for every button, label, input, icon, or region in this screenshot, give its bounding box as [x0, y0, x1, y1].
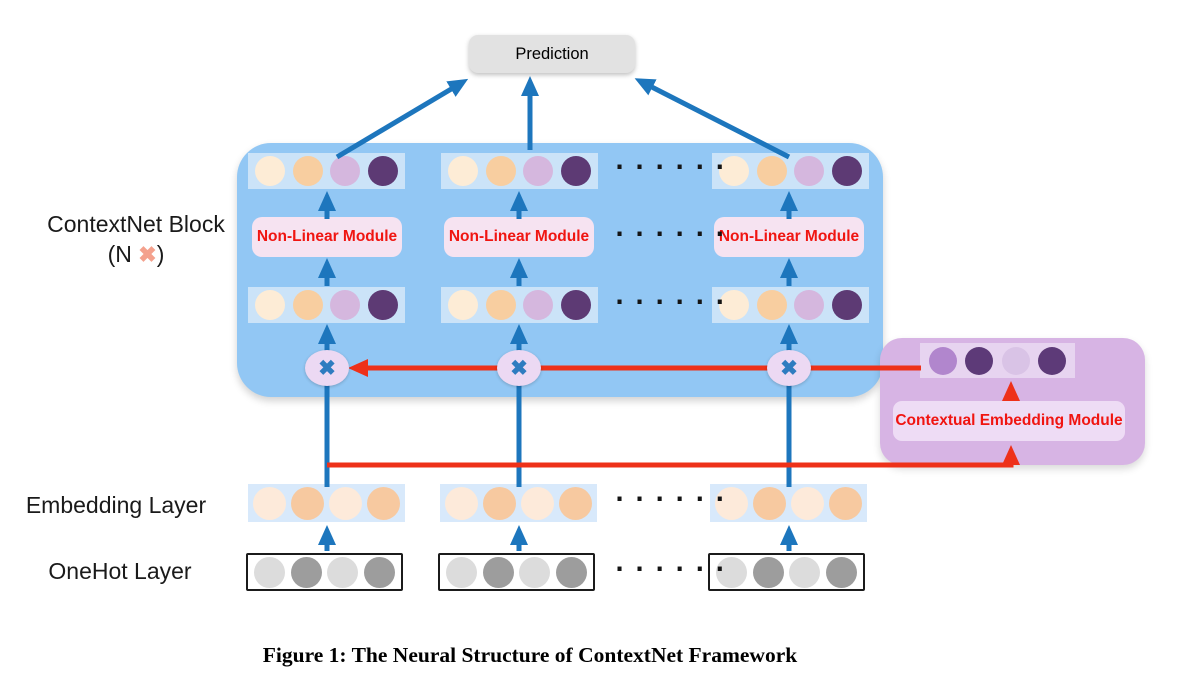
neuron-circle: [829, 486, 862, 520]
neuron-circle: [521, 486, 554, 520]
neuron-circle: [364, 556, 396, 588]
hidden-vector-top-col3: [712, 153, 869, 189]
onehot-vector-col2: [438, 553, 595, 591]
neuron-circle: [1001, 346, 1030, 375]
neuron-circle: [523, 290, 554, 320]
neuron-circle: [367, 486, 400, 520]
ellipsis-dots: ......: [612, 146, 733, 175]
ellipsis-dots: ......: [612, 281, 733, 310]
times-icon: ✖: [138, 242, 157, 267]
neuron-circle: [519, 556, 551, 588]
neuron-circle: [831, 156, 862, 186]
ellipsis-dots: ......: [612, 478, 733, 507]
neuron-circle: [719, 290, 750, 320]
neuron-circle: [367, 290, 398, 320]
neuron-circle: [756, 290, 787, 320]
multiply-icon: ✖: [305, 350, 349, 386]
neuron-circle: [485, 290, 516, 320]
neuron-circle: [367, 156, 398, 186]
hidden-vector-top-col2: [441, 153, 598, 189]
ellipsis-dots: ......: [612, 548, 733, 577]
neuron-circle: [523, 156, 554, 186]
multiply-glyph: ✖: [510, 356, 528, 380]
neuron-circle: [556, 556, 588, 588]
neuron-circle: [290, 556, 322, 588]
embedding-vector-col1: [248, 484, 405, 522]
prediction-label: Prediction: [515, 44, 589, 63]
hidden-vector-low-col1: [248, 287, 405, 323]
neuron-circle: [719, 156, 750, 186]
neuron-circle: [826, 556, 858, 588]
prediction-box: Prediction: [469, 35, 635, 73]
hidden-vector-low-col2: [441, 287, 598, 323]
neuron-circle: [255, 290, 286, 320]
figure-caption: Figure 1: The Neural Structure of Contex…: [262, 643, 798, 667]
multiply-icon: ✖: [767, 350, 811, 386]
neuron-circle: [791, 486, 824, 520]
neuron-circle: [445, 486, 478, 520]
neuron-circle: [448, 156, 479, 186]
neuron-circle: [560, 290, 591, 320]
neuron-circle: [752, 556, 784, 588]
neuron-circle: [928, 346, 957, 375]
nonlinear-module-label: Non-Linear Module: [448, 228, 590, 245]
nonlinear-module-box-col2: Non-Linear Module: [444, 217, 594, 257]
neuron-circle: [715, 556, 747, 588]
neuron-circle: [1038, 346, 1067, 375]
neuron-circle: [559, 486, 592, 520]
embedding-vector-col3: [710, 484, 867, 522]
neuron-circle: [292, 290, 323, 320]
repeat-suffix: ): [156, 241, 165, 267]
hidden-vector-low-col3: [712, 287, 869, 323]
neuron-circle: [253, 556, 285, 588]
neuron-circle: [831, 290, 862, 320]
neuron-circle: [794, 290, 825, 320]
nonlinear-module-label: Non-Linear Module: [718, 228, 860, 245]
contextnet-block-repeat-label: (N ✖): [21, 241, 251, 268]
contextnet-block-label: ContextNet Block: [47, 211, 225, 237]
neuron-circle: [483, 486, 516, 520]
nonlinear-module-box-col1: Non-Linear Module: [252, 217, 402, 257]
neuron-circle: [253, 486, 286, 520]
ellipsis-dots: ......: [612, 213, 733, 242]
neuron-circle: [327, 556, 359, 588]
onehot-layer-label: OneHot Layer: [48, 558, 192, 584]
nonlinear-module-box-col3: Non-Linear Module: [714, 217, 864, 257]
onehot-vector-col1: [246, 553, 403, 591]
neuron-circle: [330, 290, 361, 320]
neuron-circle: [445, 556, 477, 588]
neuron-circle: [485, 156, 516, 186]
contextual-embedding-module-box: Contextual Embedding Module: [893, 401, 1125, 441]
neuron-circle: [756, 156, 787, 186]
neuron-circle: [291, 486, 324, 520]
multiply-glyph: ✖: [318, 356, 336, 380]
hidden-vector-top-col1: [248, 153, 405, 189]
nonlinear-module-label: Non-Linear Module: [256, 228, 398, 245]
onehot-vector-col3: [708, 553, 865, 591]
neuron-circle: [292, 156, 323, 186]
multiply-glyph: ✖: [780, 356, 798, 380]
neuron-circle: [965, 346, 994, 375]
neuron-circle: [789, 556, 821, 588]
multiply-icon: ✖: [497, 350, 541, 386]
repeat-prefix: (N: [107, 241, 132, 267]
neuron-circle: [794, 156, 825, 186]
neuron-circle: [753, 486, 786, 520]
contextual-vector-strip: [920, 343, 1075, 378]
neuron-circle: [482, 556, 514, 588]
neuron-circle: [715, 486, 748, 520]
contextual-embedding-module-label: Contextual Embedding Module: [895, 412, 1123, 429]
neuron-circle: [329, 486, 362, 520]
neuron-circle: [448, 290, 479, 320]
neuron-circle: [330, 156, 361, 186]
embedding-layer-label: Embedding Layer: [25, 492, 207, 518]
embedding-vector-col2: [440, 484, 597, 522]
neuron-circle: [255, 156, 286, 186]
neuron-circle: [560, 156, 591, 186]
